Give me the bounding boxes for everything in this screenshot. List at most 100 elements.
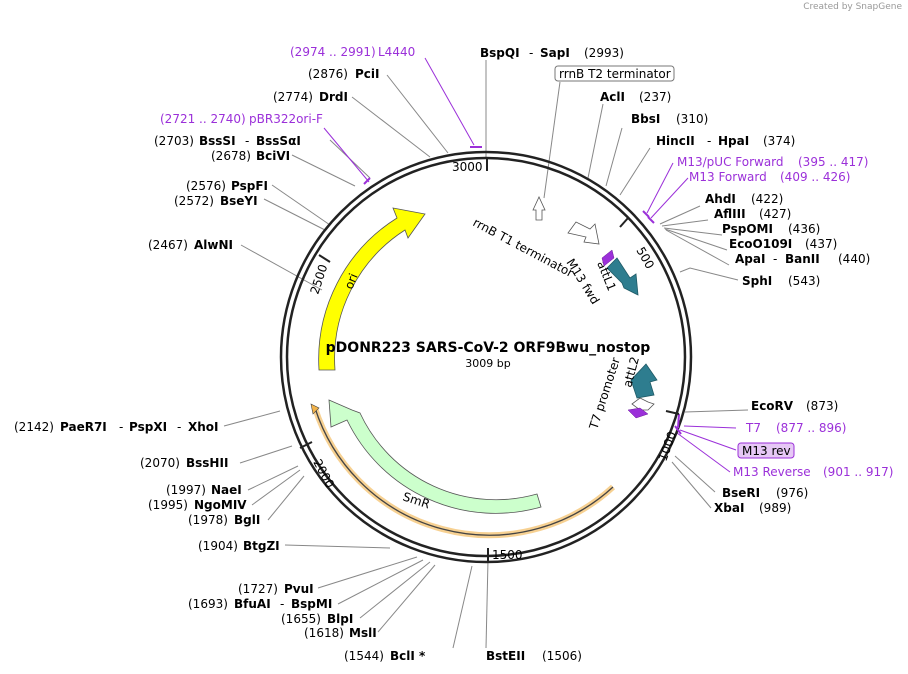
site-hincii-dash: - (707, 134, 711, 148)
site-bseyi-pos: (2572) (174, 194, 214, 208)
site-hincii-pos: (374) (763, 134, 795, 148)
tick-label-2000: 2000 (310, 457, 337, 491)
site-bseri: BseRI (722, 486, 760, 500)
site-bseri-pos: (976) (776, 486, 808, 500)
feature-label-rrnb-t2: rrnB T2 terminator (559, 67, 671, 81)
primer-m13rev-range: (901 .. 917) (823, 465, 893, 479)
site-hincii: HincII (656, 134, 695, 148)
tick-label-1000: 1000 (656, 430, 680, 463)
feature-label-rrnb-t1: rrnB T1 terminator (471, 215, 576, 280)
site-pspomi-pos: (436) (788, 222, 820, 236)
primer-m13puc-name: M13/pUC Forward (677, 155, 784, 169)
feature-m13-fwd (601, 249, 615, 267)
site-bsteii: BstEII (486, 649, 525, 663)
site-banii: BanII (785, 252, 820, 266)
site-bsshii-pos: (2070) (140, 456, 180, 470)
site-drdi: DrdI (319, 90, 348, 104)
site-apai: ApaI (735, 252, 765, 266)
site-paer7i: PaeR7I (60, 420, 107, 434)
scale-ticks (299, 158, 680, 561)
primer-marks (363, 146, 682, 435)
primer-t7-name: T7 (745, 421, 761, 435)
snapgene-credit: Created by SnapGene (803, 2, 902, 12)
primer-leader-lines (323, 57, 737, 473)
site-bgli-pos: (1978) (188, 513, 228, 527)
site-bsteii-pos: (1506) (542, 649, 582, 663)
site-bbsi-pos: (310) (676, 112, 708, 126)
site-pspomi: PspOMI (722, 222, 773, 236)
site-bcivi: BciVI (256, 149, 290, 163)
selection-arc (314, 407, 614, 536)
site-pspxi: PspXI (129, 420, 167, 434)
site-btgzi-pos: (1904) (198, 539, 238, 553)
site-blpi: BlpI (327, 612, 353, 626)
plasmid-size: 3009 bp (465, 357, 510, 370)
site-bfuai-pos: (1693) (188, 597, 228, 611)
site-bcli: BclI * (390, 649, 426, 663)
feature-label-m13-rev: M13 rev (742, 444, 791, 458)
plasmid-name: pDONR223 SARS-CoV-2 ORF9Bwu_nostop (326, 340, 651, 356)
label-leader-lines (223, 60, 749, 649)
primer-m13puc-range: (395 .. 417) (798, 155, 868, 169)
primer-pbr322-range: (2721 .. 2740) (160, 112, 246, 126)
primer-l4440-name: L4440 (378, 45, 415, 59)
site-ecorv-pos: (873) (806, 399, 838, 413)
site-msli: MslI (349, 626, 377, 640)
feature-smr (328, 399, 542, 514)
site-bfuai: BfuAI (234, 597, 271, 611)
site-bspqi: BspQI (480, 46, 520, 60)
site-bspqi-dash: - (529, 46, 533, 60)
tick-label-2500: 2500 (308, 263, 331, 296)
site-paer7i-pos: (2142) (14, 420, 54, 434)
feature-rrnb-t1 (567, 221, 600, 245)
site-sphi-pos: (543) (788, 274, 820, 288)
feature-t7-promoter (631, 397, 655, 411)
site-naei-pos: (1997) (166, 483, 206, 497)
site-sapi: SapI (540, 46, 570, 60)
site-paer7i-dash2: - (177, 420, 181, 434)
site-ecorv: EcoRV (751, 399, 794, 413)
site-pspfi-pos: (2576) (186, 179, 226, 193)
site-bfuai-dash: - (280, 597, 284, 611)
site-bspmi: BspMI (291, 597, 332, 611)
site-ahdi-pos: (422) (751, 192, 783, 206)
site-alwni: AlwNI (194, 238, 233, 252)
site-bgli: BglI (234, 513, 260, 527)
feature-label-ori: ori (342, 271, 361, 291)
site-msli-pos: (1618) (304, 626, 344, 640)
site-pspfi: PspFI (231, 179, 268, 193)
site-ngomiv-pos: (1995) (148, 498, 188, 512)
site-paer7i-dash1: - (119, 420, 123, 434)
site-hpai: HpaI (718, 134, 749, 148)
site-pvui-pos: (1727) (238, 582, 278, 596)
site-pcii-pos: (2876) (308, 67, 348, 81)
feature-attl1 (606, 257, 639, 296)
site-bbsi: BbsI (631, 112, 660, 126)
site-ecoo109i: EcoO109I (729, 237, 792, 251)
site-bspqi-pos: (2993) (584, 46, 624, 60)
primer-m13fwd-name: M13 Forward (689, 170, 767, 184)
selection-arrow (310, 403, 320, 415)
site-pvui: PvuI (284, 582, 314, 596)
site-sphi: SphI (742, 274, 772, 288)
backbone-outer-ring (279, 150, 693, 564)
site-bsssai: BssSαI (256, 134, 301, 148)
primer-m13fwd-range: (409 .. 426) (780, 170, 850, 184)
site-bsssi-pos: (2703) (154, 134, 194, 148)
feature-attl2 (630, 363, 658, 399)
primer-l4440-range: (2974 .. 2991) (290, 45, 376, 59)
primer-m13rev-name: M13 Reverse (733, 465, 811, 479)
rrnb-t2-label-box (554, 65, 675, 82)
site-aflii: AflIII (714, 207, 746, 221)
site-bsssi-dash: - (245, 134, 249, 148)
site-apai-dash: - (773, 252, 777, 266)
site-bseyi: BseYI (220, 194, 258, 208)
site-xhoi: XhoI (188, 420, 219, 434)
site-acli: AclI (600, 90, 625, 104)
site-acli-pos: (237) (639, 90, 671, 104)
site-pcii: PciI (355, 67, 380, 81)
site-ahdi: AhdI (705, 192, 736, 206)
site-alwni-pos: (2467) (148, 238, 188, 252)
site-xbai: XbaI (714, 501, 744, 515)
